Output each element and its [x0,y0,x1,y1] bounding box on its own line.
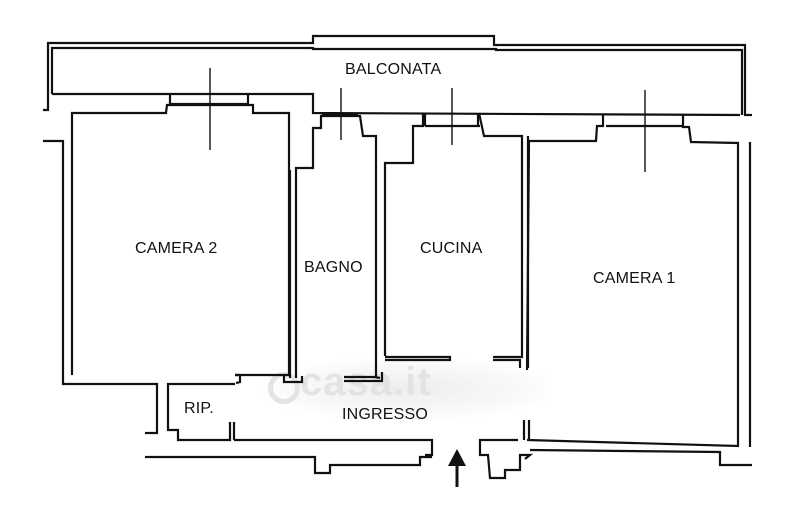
room-label-camera1: CAMERA 1 [593,270,676,287]
room-label-bagno: BAGNO [304,259,363,276]
cucina-walls [383,88,530,368]
room-label-cucina: CUCINA [420,240,483,257]
room-label-ingresso: INGRESSO [342,406,429,423]
watermark-background [262,358,552,420]
room-label-rip: RIP. [184,400,214,417]
entrance-arrow-icon [448,449,466,487]
bottom-walls [145,438,752,480]
room-label-balconata: BALCONATA [345,61,442,78]
bagno-walls [282,88,384,384]
camera1-walls [522,90,752,448]
balcony-walls [43,34,752,117]
room-label-camera2: CAMERA 2 [135,240,218,257]
